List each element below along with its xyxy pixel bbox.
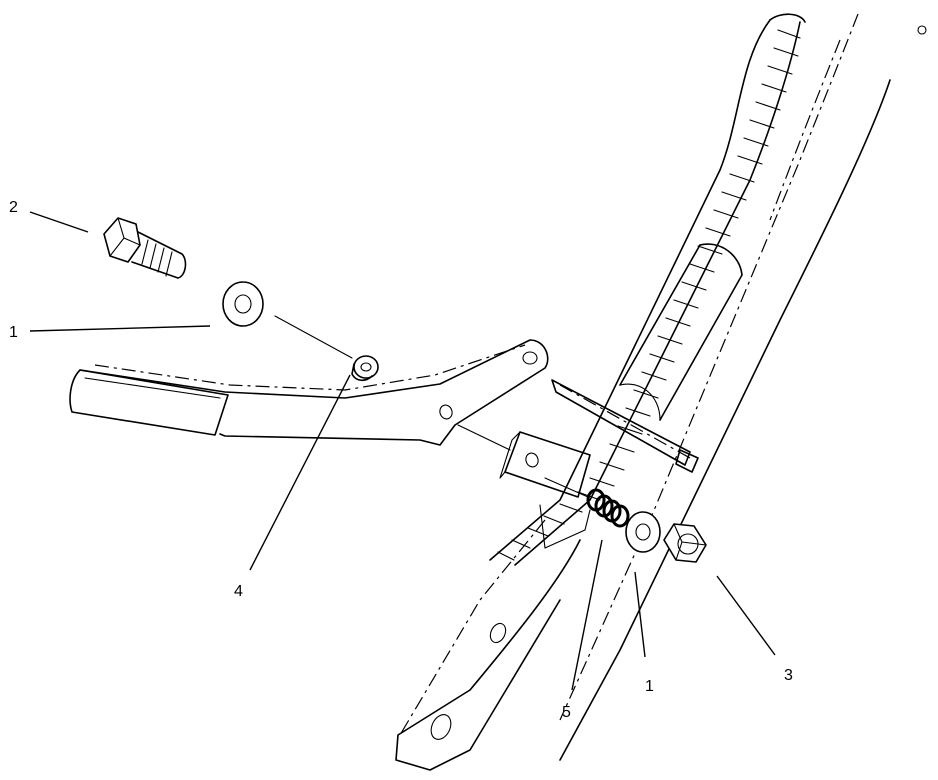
callout-label-1-left: 1 (9, 324, 18, 341)
leader-lines (29, 211, 776, 691)
washer-right (625, 511, 661, 553)
callout-label-1-right: 1 (645, 678, 654, 695)
lock-nut (663, 523, 707, 563)
bushing (351, 355, 379, 382)
callout-label-4: 4 (234, 583, 243, 600)
callout-label-5: 5 (562, 704, 571, 721)
clevis-pin (551, 379, 699, 473)
callout-label-2: 2 (9, 199, 18, 216)
callout-label-3: 3 (784, 667, 793, 684)
leader-5 (571, 539, 603, 691)
bolt (103, 217, 187, 279)
callout-labels: 2 1 4 5 1 3 (9, 199, 793, 721)
leader-1-left (29, 325, 211, 332)
washer-left (222, 281, 264, 327)
pedal-lever (69, 339, 591, 498)
leader-1-right (634, 571, 646, 658)
leader-3 (716, 575, 776, 656)
coiled-hose (489, 13, 806, 566)
spring (586, 488, 630, 528)
leader-4 (249, 374, 351, 571)
frame-arm (395, 13, 891, 771)
corner-mark (917, 25, 927, 35)
leader-2 (29, 211, 89, 233)
